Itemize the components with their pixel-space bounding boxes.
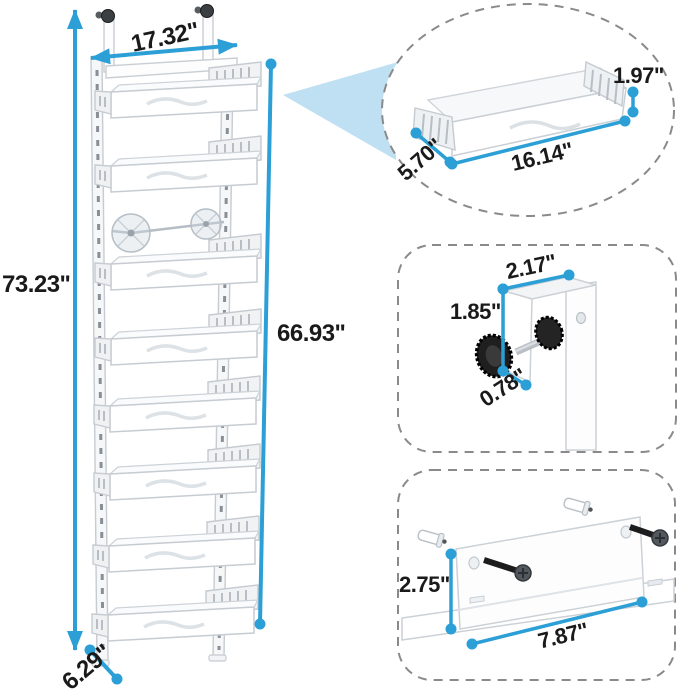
- total-height-label: 73.23": [2, 271, 71, 298]
- hook-gap-line: [502, 369, 532, 391]
- basket-depth-line: [410, 127, 456, 168]
- rack-height-label: 66.93": [277, 320, 346, 347]
- door-rack-illustration: [90, 4, 263, 667]
- hook-height-label: 1.85": [450, 299, 501, 324]
- small-clamp-knob: [534, 315, 564, 351]
- basket-height-label: 1.97": [613, 63, 664, 88]
- hook-width-line: [497, 269, 575, 295]
- rack-height-line: [254, 58, 277, 630]
- basket-tier: [93, 307, 263, 367]
- hook-inset-outline: [397, 244, 677, 453]
- basket-tier: [93, 134, 263, 194]
- basket-tier: [92, 374, 262, 434]
- callout-wedge: [283, 62, 398, 160]
- wall-anchor: [417, 529, 447, 548]
- mounting-screw: [483, 557, 532, 582]
- basket-length-line: [446, 115, 631, 170]
- wall-anchor: [563, 497, 593, 516]
- basket-tier: [91, 514, 261, 574]
- bracket-length-line: [466, 596, 648, 650]
- hook-inset: [397, 244, 677, 453]
- mounting-screw: [629, 524, 669, 547]
- bracket-height-label: 2.75": [399, 572, 450, 597]
- left-rail: [90, 56, 110, 667]
- top-width-arrow: [90, 38, 238, 65]
- suction-cups: [111, 208, 225, 253]
- measurement-lines: [67, 9, 648, 685]
- basket-tier: [92, 442, 262, 502]
- depth-line: [84, 644, 123, 685]
- basket-inset: [381, 3, 675, 217]
